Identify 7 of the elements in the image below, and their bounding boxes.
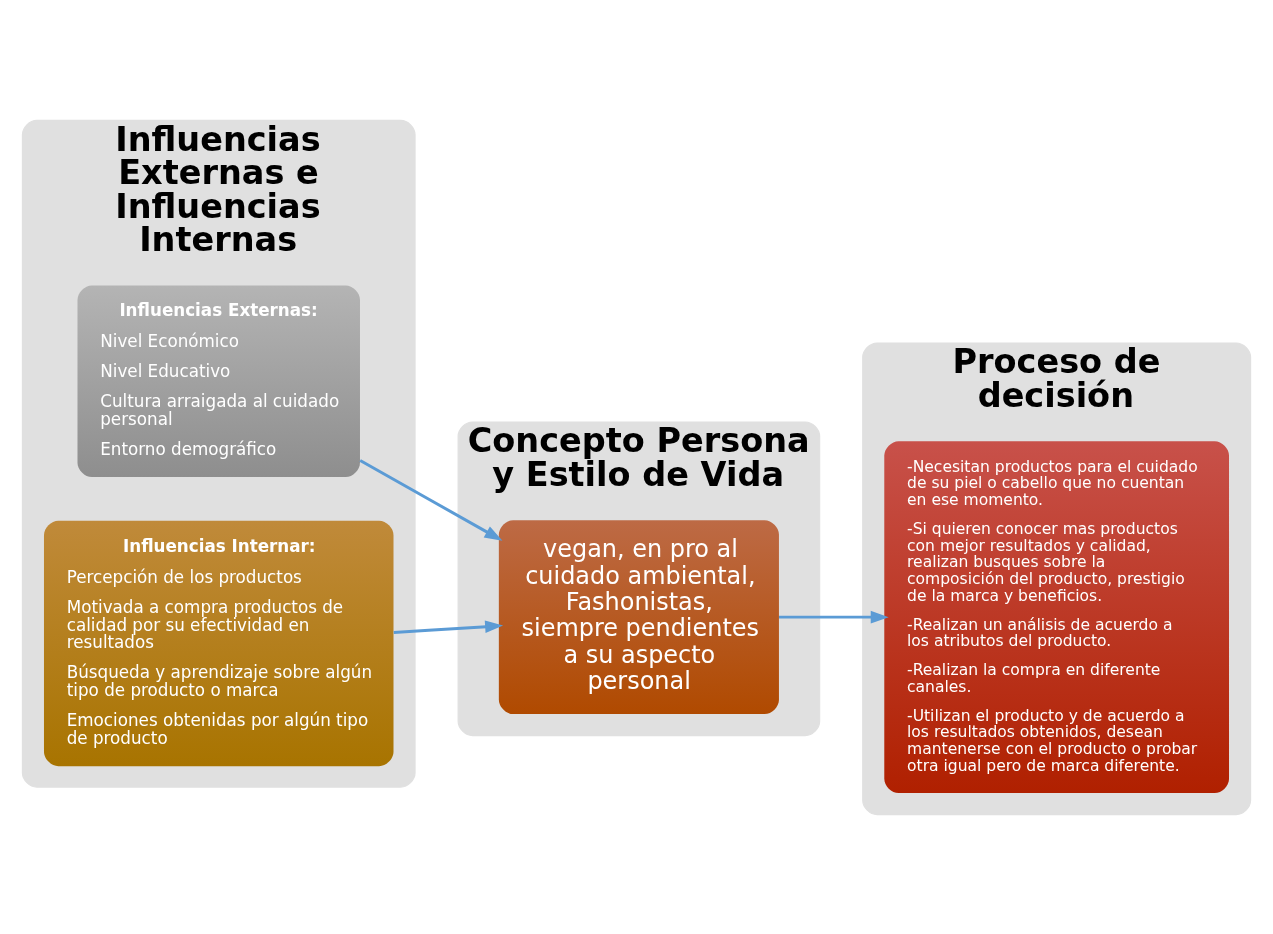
node-box: Influencias Externas: Nivel Económico Nivel Educativo Cultura arraigada al cuidado personal Entorno demográfico bbox=[77, 285, 360, 477]
arrow bbox=[779, 610, 889, 623]
node-box: -Necesitan productos para el cuidado de su piel o cabello que no cuentan en ese momento. -Si quieren conocer mas productos con mejor resultados y calidad, realizan busques sobre la composición del producto, prestigio de la marca y beneficios. -Realizan un análisis de acuerdo a los atributos del producto. -Realizan la compra en diferente canales. -Utilizan el producto y de acuerdo a los resultados obtenidos, desean mantenerse con el producto o probar otra igual pero de marca diferente. bbox=[884, 440, 1229, 793]
arrow bbox=[393, 619, 504, 634]
arrow bbox=[359, 458, 503, 541]
node-box: Influencias Internar: Percepción de los productos Motivada a compra productos de calidad por su efectividad en resultados Búsqueda y aprendizaje sobre algún tipo de producto o marca Emociones obtenidas por algún tipo de producto bbox=[44, 520, 394, 766]
node-box: vegan, en pro al cuidado ambiental, Fashonistas, siempre pendientes a su aspecto personal bbox=[498, 519, 779, 714]
